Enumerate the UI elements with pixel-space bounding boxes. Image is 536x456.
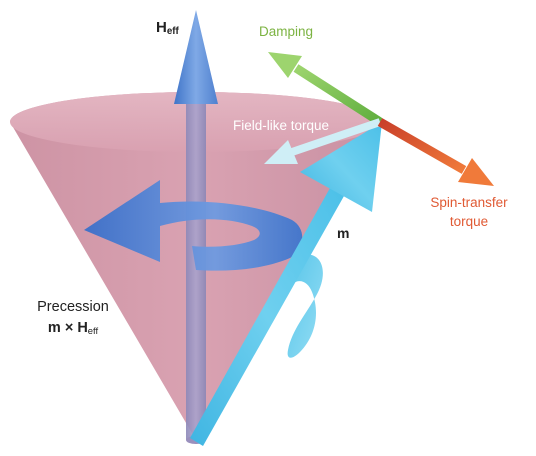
spin-transfer-torque-label: Spin-transfer torque bbox=[424, 194, 514, 232]
field-like-torque-label: Field-like torque bbox=[233, 118, 330, 133]
precession-arrow bbox=[84, 180, 303, 271]
heff-label-main: H bbox=[156, 19, 167, 36]
damping-arrowhead bbox=[268, 52, 302, 78]
m-label: m bbox=[337, 225, 350, 241]
spin-transfer-label-line1: Spin-transfer bbox=[430, 195, 508, 210]
m-vector-shaft bbox=[190, 188, 344, 446]
spin-transfer-arrow-shaft bbox=[377, 118, 467, 174]
heff-arrowhead bbox=[174, 10, 218, 104]
precession-formula-main: m × H bbox=[47, 320, 88, 337]
heff-label-sub: eff bbox=[166, 26, 179, 37]
field-like-arrowhead bbox=[264, 140, 298, 164]
precession-formula-sub: eff bbox=[87, 325, 99, 337]
heff-label: Heff bbox=[156, 20, 179, 37]
spin-transfer-arrowhead bbox=[458, 158, 494, 186]
precession-formula: m × Heff bbox=[18, 318, 128, 339]
precession-label-title: Precession bbox=[37, 299, 109, 315]
field-like-arrow-shaft bbox=[290, 118, 382, 156]
spin-transfer-label-line2: torque bbox=[449, 213, 489, 229]
damping-arrow-shaft bbox=[293, 64, 383, 126]
precession-label: Precession m × Heff bbox=[18, 297, 128, 339]
damping-label: Damping bbox=[259, 24, 314, 39]
m-vector-arrowhead bbox=[300, 122, 382, 212]
